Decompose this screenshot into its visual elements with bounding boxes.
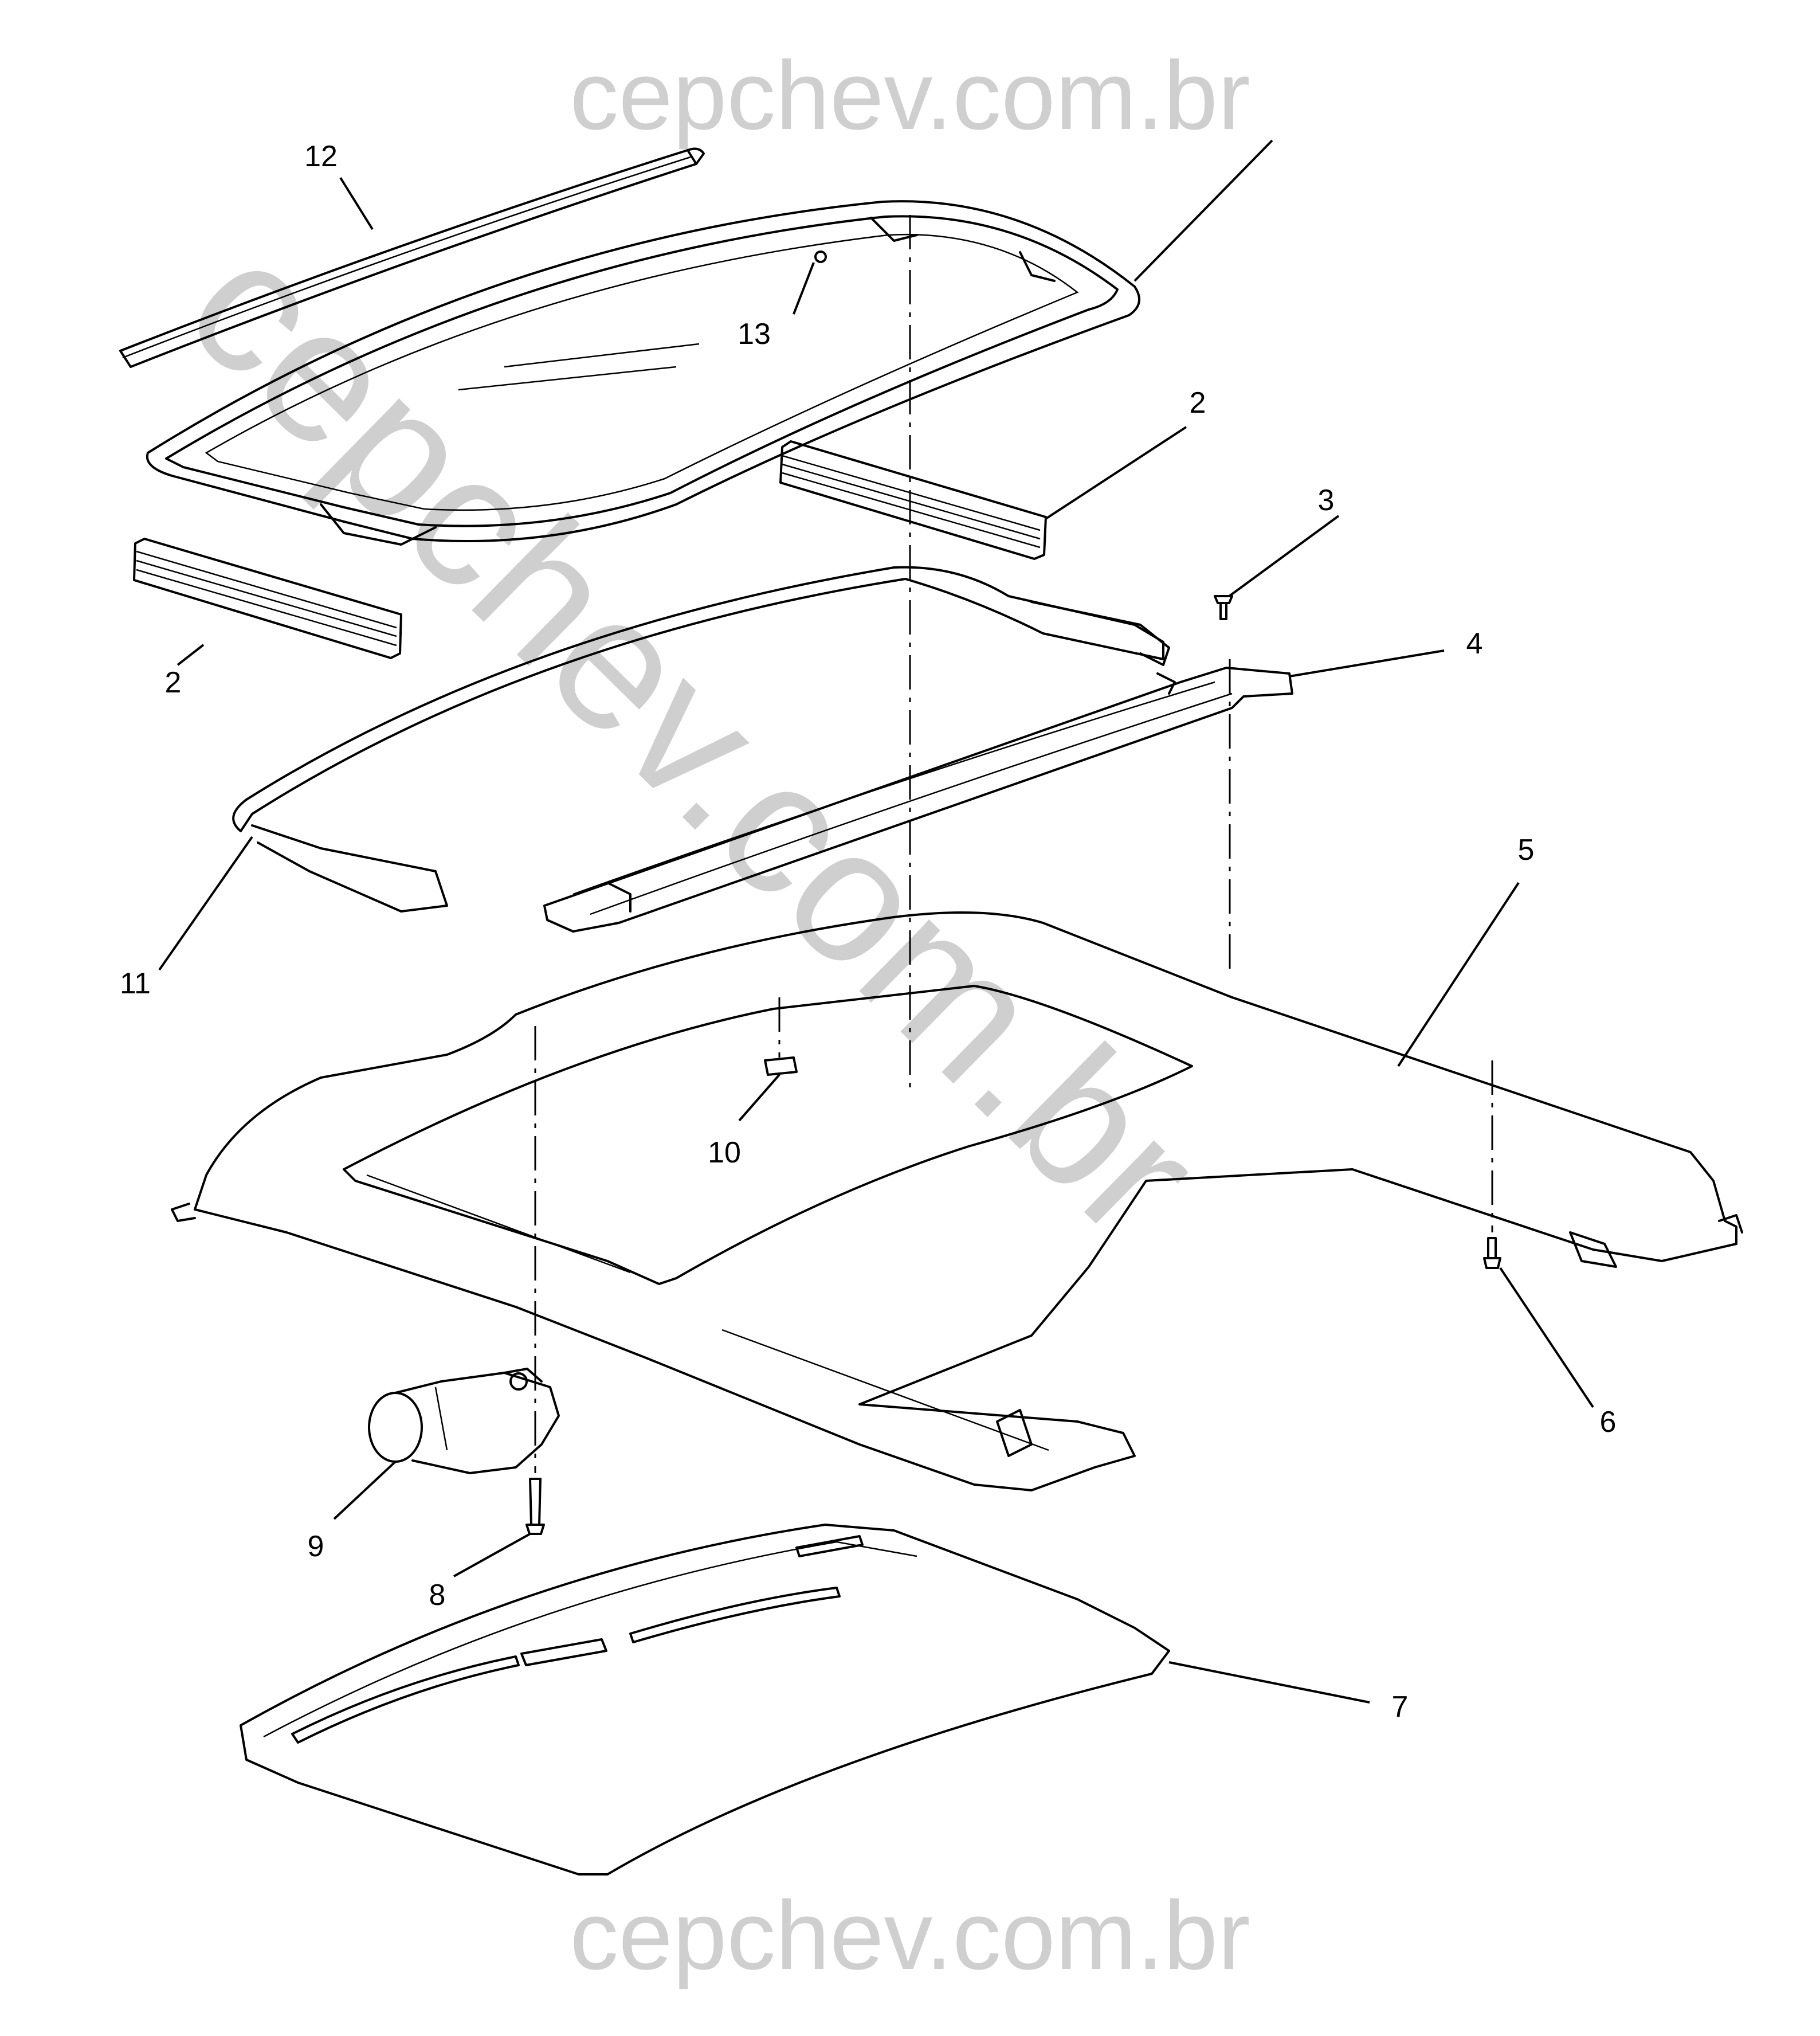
bolt-part-8 xyxy=(525,1478,545,1535)
drive-cable-part-11 xyxy=(232,566,1170,913)
callout-7: 7 xyxy=(1392,1690,1409,1724)
callout-13: 13 xyxy=(738,318,771,351)
callout-12: 12 xyxy=(304,140,338,173)
watermark-bottom: cepchev.com.br xyxy=(570,1881,1250,1990)
sunroof-frame-part-5 xyxy=(171,911,1743,1491)
callout-4: 4 xyxy=(1466,627,1483,660)
callout-9: 9 xyxy=(308,1530,324,1563)
callout-labels: 12 13 2 2 3 4 5 11 10 6 9 8 7 xyxy=(120,140,1616,1724)
callout-6: 6 xyxy=(1600,1405,1617,1439)
watermark-diagonal: cepchev.com.br xyxy=(148,199,1240,1277)
deflector-strip-part-2-left xyxy=(133,538,402,659)
callout-3: 3 xyxy=(1318,484,1335,517)
weatherstrip-part-12 xyxy=(119,147,705,368)
callout-5: 5 xyxy=(1518,833,1535,867)
callout-2-right: 2 xyxy=(1190,386,1206,420)
callout-2-left: 2 xyxy=(165,666,182,699)
sunshade-part-7 xyxy=(240,1524,1170,1876)
deflector-strip-part-2-right xyxy=(779,440,1047,560)
leader-lines xyxy=(158,139,1594,1704)
watermark-top: cepchev.com.br xyxy=(570,41,1250,150)
glass-panel-assembly xyxy=(146,200,1140,546)
screw-part-3 xyxy=(1214,595,1233,620)
callout-11: 11 xyxy=(120,967,151,1000)
block-part-10 xyxy=(764,1056,798,1076)
front-guide-rail-part-4 xyxy=(543,667,1293,933)
screw-part-6 xyxy=(1483,1237,1501,1269)
callout-8: 8 xyxy=(429,1579,446,1612)
callout-10: 10 xyxy=(708,1136,741,1169)
drive-motor-part-9 xyxy=(368,1368,560,1474)
centerlines xyxy=(534,215,1493,1473)
